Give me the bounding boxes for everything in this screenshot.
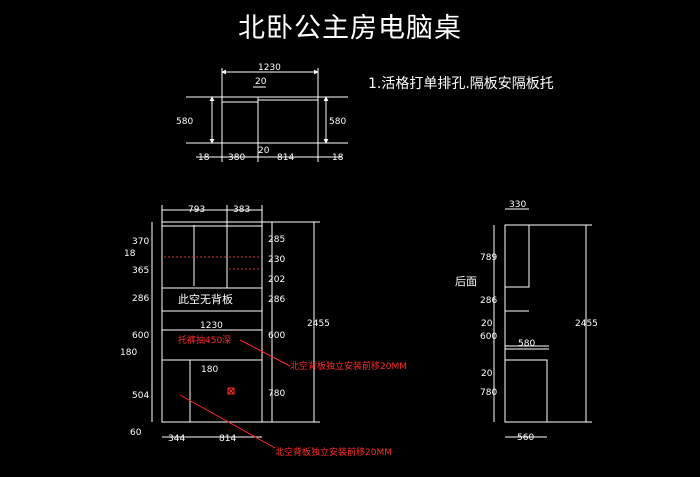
depth-right-label: 580 bbox=[329, 117, 346, 127]
construction-note: 1.活格打单排孔.隔板安隔板托 bbox=[368, 76, 554, 92]
right-dim-label: 600 bbox=[268, 331, 285, 341]
back-label: 后面 bbox=[455, 275, 477, 288]
top-view: 1230 20 580 580 20 18 380 814 18 bbox=[176, 63, 348, 163]
tray-dim-label: 180 bbox=[201, 365, 218, 375]
left-dim-label: 370 bbox=[132, 237, 149, 247]
front-view: 793 383 370 18 365 286 600 180 504 60 28… bbox=[120, 205, 407, 458]
left-dim-label: 504 bbox=[132, 391, 149, 401]
right-dim-label: 230 bbox=[268, 255, 285, 265]
open-no-back-label: 此空无背板 bbox=[178, 292, 233, 306]
top-width-label: 383 bbox=[233, 205, 250, 215]
right-dim-label: 285 bbox=[268, 235, 285, 245]
bottom-gap-label: 20 bbox=[258, 146, 270, 156]
left-dim-label: 286 bbox=[132, 294, 149, 304]
callout-leader bbox=[239, 339, 291, 367]
side-view: 330 后面 789 286 20 600 20 780 2455 580 56… bbox=[455, 200, 598, 443]
marker-cross bbox=[227, 387, 235, 395]
side-left-dim-label: 20 bbox=[481, 369, 493, 379]
depth-left-label: 580 bbox=[176, 117, 193, 127]
bottom-dim-label: 18 bbox=[332, 153, 344, 163]
front-outline bbox=[161, 221, 263, 423]
side-total-height-label: 2455 bbox=[575, 319, 598, 329]
side-upper bbox=[504, 224, 530, 288]
callout-label: 北空背板独立安装前移20MM bbox=[275, 446, 392, 458]
top-gap-label: 20 bbox=[255, 77, 267, 87]
bottom-dim-label: 814 bbox=[277, 153, 294, 163]
top-width-label: 1230 bbox=[258, 63, 281, 73]
side-lower bbox=[504, 359, 548, 423]
side-left-dim-label: 789 bbox=[480, 253, 497, 263]
side-left-dim-label: 286 bbox=[480, 296, 497, 306]
side-desk-depth-label: 580 bbox=[518, 339, 535, 349]
left-dim-label: 18 bbox=[124, 249, 136, 259]
desk-width-label: 1230 bbox=[200, 321, 223, 331]
callout-label: 北空背板独立安装前移20MM bbox=[290, 360, 407, 372]
bottom-dim-label: 18 bbox=[198, 153, 210, 163]
side-left-dim-label: 20 bbox=[481, 319, 493, 329]
left-dim-label: 600 bbox=[132, 331, 149, 341]
side-top-depth-label: 330 bbox=[509, 200, 526, 210]
top-view-outline bbox=[221, 96, 319, 144]
bottom-dim-label: 814 bbox=[219, 434, 236, 444]
right-dim-label: 780 bbox=[268, 389, 285, 399]
keyboard-tray-label: 托裤抽450深 bbox=[178, 334, 231, 346]
side-left-dim-label: 600 bbox=[480, 332, 497, 342]
bottom-dim-label: 344 bbox=[168, 434, 185, 444]
right-dim-label: 286 bbox=[268, 295, 285, 305]
drawing-title: 北卧公主房电脑桌 bbox=[238, 13, 462, 44]
marker-square bbox=[227, 387, 235, 395]
total-height-label: 2455 bbox=[307, 319, 330, 329]
side-left-dim-label: 780 bbox=[480, 388, 497, 398]
bottom-dim-label: 380 bbox=[228, 153, 245, 163]
right-dim-label: 202 bbox=[268, 275, 285, 285]
left-dim-label: 60 bbox=[130, 428, 142, 438]
callout-leader bbox=[179, 394, 276, 449]
side-bottom-depth-label: 560 bbox=[517, 433, 534, 443]
left-dim-label: 180 bbox=[120, 348, 137, 358]
left-dim-label: 365 bbox=[132, 266, 149, 276]
top-width-label: 793 bbox=[188, 205, 205, 215]
